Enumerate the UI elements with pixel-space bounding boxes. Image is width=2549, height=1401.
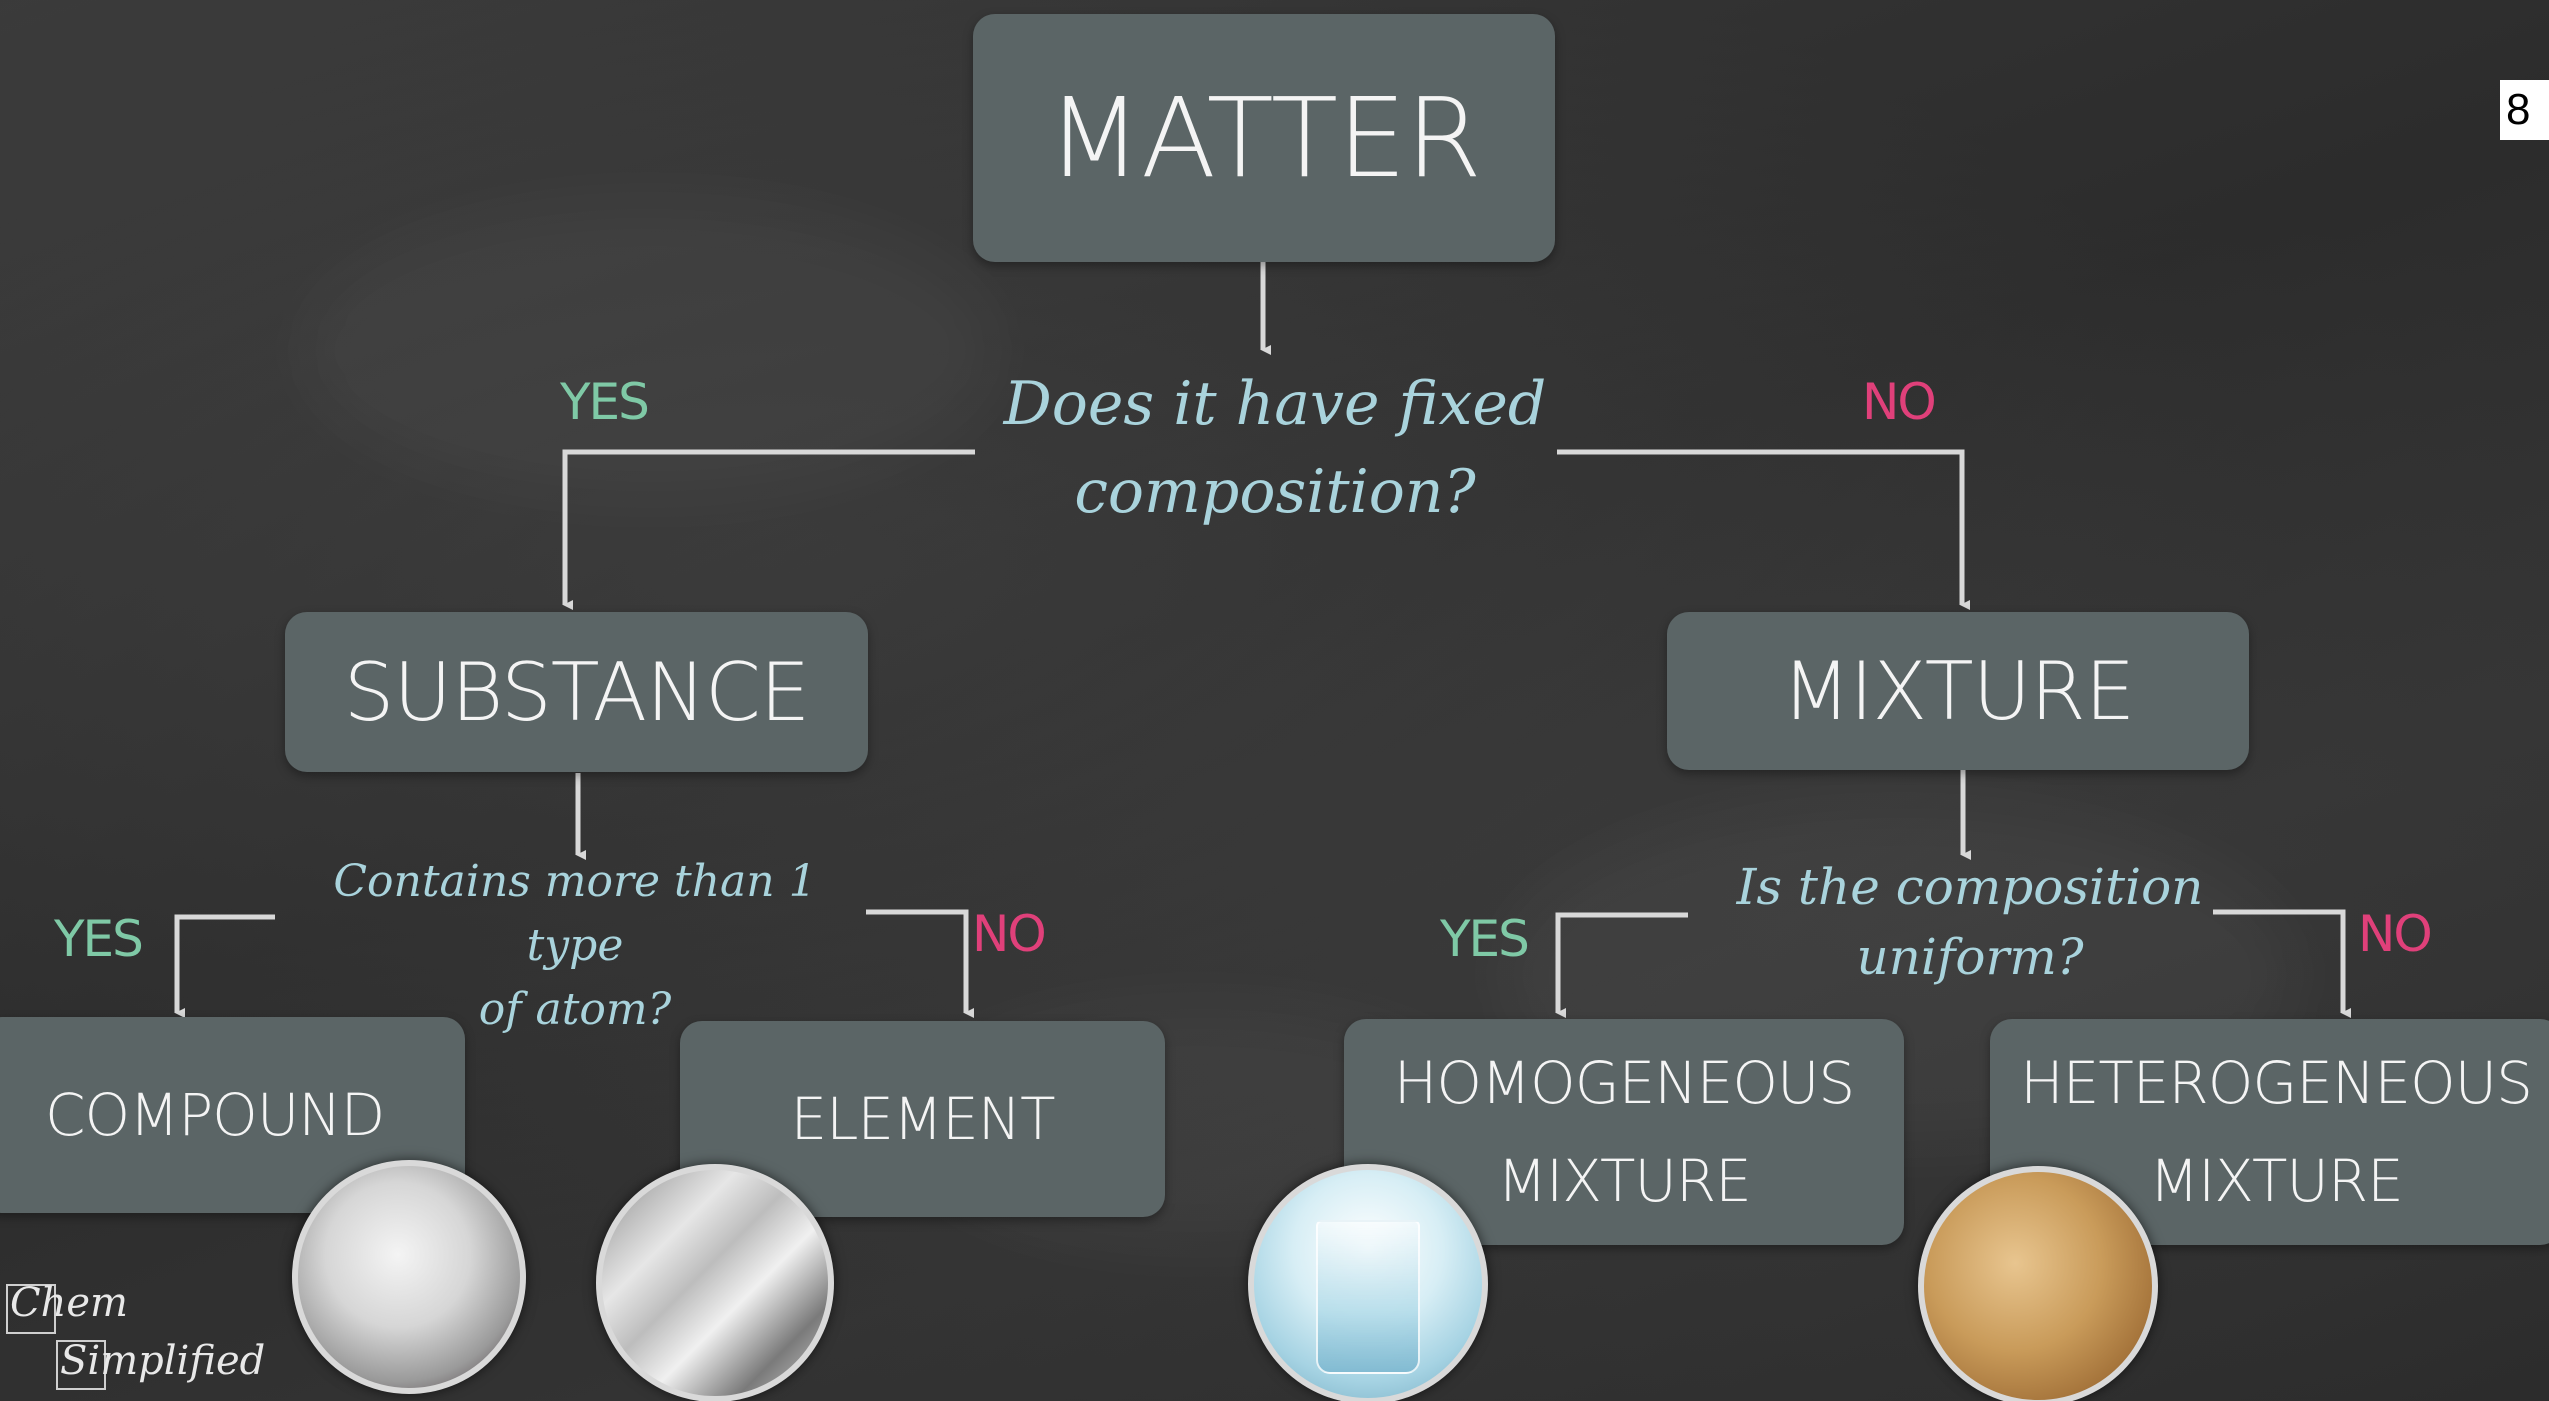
question-atom-types-line2: of atom?	[478, 984, 672, 1035]
connector-yes-homogeneous	[1555, 912, 1688, 1018]
compound-powder-photo	[292, 1160, 526, 1394]
question-uniform: Is the composition uniform?	[1690, 852, 2250, 992]
node-homogeneous-line1: HOMOGENEOUS	[1393, 1049, 1856, 1117]
label-no-element: NO	[972, 905, 1047, 963]
water-glass-photo	[1248, 1164, 1488, 1401]
logo-square-2	[56, 1340, 106, 1390]
sand-mixture-photo	[1918, 1166, 2158, 1401]
question-atom-types-line1: Contains more than 1 type	[333, 856, 817, 971]
node-element-label: ELEMENT	[790, 1085, 1055, 1153]
logo-line1: Chem	[10, 1280, 128, 1326]
node-homogeneous-line2: MIXTURE	[1497, 1147, 1752, 1215]
logo-square-1	[6, 1284, 56, 1334]
node-heterogeneous-line1: HETEROGENEOUS	[2020, 1049, 2533, 1117]
question-uniform-line1: Is the composition	[1736, 858, 2204, 916]
label-yes-homogeneous: YES	[1440, 910, 1530, 968]
page-number: 8	[2500, 80, 2549, 140]
node-mixture: MIXTURE	[1667, 612, 2249, 770]
question-atom-types: Contains more than 1 type of atom?	[280, 850, 870, 1042]
node-mixture-label: MIXTURE	[1781, 644, 2136, 738]
question-fixed-composition-line2: composition?	[1074, 457, 1476, 527]
connector-yes-substance	[562, 449, 975, 610]
question-fixed-composition: Does it have fixed composition?	[990, 360, 1560, 536]
label-no-heterogeneous: NO	[2358, 905, 2433, 963]
node-substance: SUBSTANCE	[285, 612, 868, 772]
glass-shape	[1316, 1220, 1420, 1374]
label-yes-compound: YES	[54, 910, 144, 968]
node-heterogeneous-line2: MIXTURE	[2149, 1147, 2404, 1215]
node-compound-label: COMPOUND	[45, 1081, 385, 1149]
label-yes-substance: YES	[560, 373, 650, 431]
connector-no-mixture	[1557, 449, 1970, 610]
question-uniform-line2: uniform?	[1856, 928, 2084, 986]
question-fixed-composition-line1: Does it have fixed	[1003, 369, 1547, 439]
label-no-mixture: NO	[1862, 373, 1937, 431]
node-matter: MATTER	[973, 14, 1555, 262]
chem-simplified-logo: Chem Simplified	[0, 1270, 290, 1401]
connector-yes-compound	[174, 914, 275, 1018]
connector-no-element	[866, 909, 974, 1018]
node-substance-label: SUBSTANCE	[343, 645, 811, 739]
element-crystal-photo	[596, 1164, 834, 1401]
logo-line2: Simplified	[60, 1338, 266, 1384]
node-matter-label: MATTER	[1047, 74, 1482, 202]
connector-no-heterogeneous	[2213, 909, 2351, 1018]
